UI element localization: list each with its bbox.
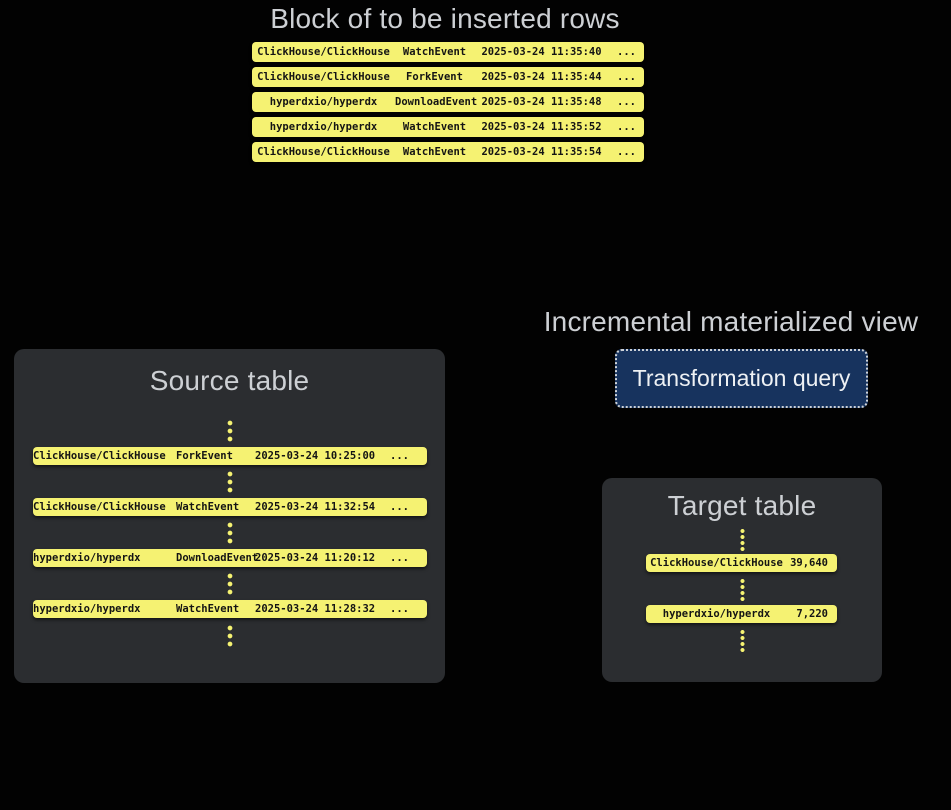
row-timestamp: 2025-03-24 11:20:12: [255, 552, 376, 564]
row-repo: ClickHouse/ClickHouse: [257, 46, 390, 58]
vertical-ellipsis: [738, 528, 746, 552]
row-event: WatchEvent: [176, 501, 240, 513]
source-table-panel: Source table ClickHouse/ClickHouse ForkE…: [14, 349, 445, 683]
inserted-block-title: Block of to be inserted rows: [270, 3, 620, 34]
source-row: ClickHouse/ClickHouse WatchEvent 2025-03…: [33, 498, 427, 516]
vertical-ellipsis: [225, 624, 234, 648]
target-row: ClickHouse/ClickHouse 39,640: [646, 554, 837, 572]
transformation-query-label: Transformation query: [632, 365, 851, 391]
row-timestamp: 2025-03-24 11:35:52: [481, 121, 602, 133]
source-table-title: Source table: [149, 365, 310, 396]
row-count: 7,220: [796, 608, 828, 620]
row-repo: ClickHouse/ClickHouse: [257, 71, 390, 83]
row-event: ForkEvent: [176, 450, 233, 462]
row-repo: hyperdxio/hyperdx: [662, 608, 771, 620]
row-timestamp: 2025-03-24 11:28:32: [255, 603, 376, 615]
row-repo: ClickHouse/ClickHouse: [33, 501, 166, 513]
inserted-row: ClickHouse/ClickHouse WatchEvent 2025-03…: [252, 142, 644, 162]
row-count: 39,640: [790, 557, 828, 569]
inserted-row: hyperdxio/hyperdx WatchEvent 2025-03-24 …: [252, 117, 644, 137]
source-row: hyperdxio/hyperdx WatchEvent 2025-03-24 …: [33, 600, 427, 618]
vertical-ellipsis: [225, 521, 234, 545]
row-event: WatchEvent: [402, 46, 467, 58]
source-row: ClickHouse/ClickHouse ForkEvent 2025-03-…: [33, 447, 427, 465]
row-event: DownloadEvent: [176, 552, 259, 564]
row-event: ForkEvent: [406, 71, 463, 83]
row-repo: ClickHouse/ClickHouse: [257, 146, 390, 158]
inserted-rows-block: ClickHouse/ClickHouse WatchEvent 2025-03…: [252, 42, 644, 162]
row-event: DownloadEvent: [395, 96, 478, 108]
row-timestamp: 2025-03-24 11:35:54: [481, 146, 602, 158]
row-timestamp: 2025-03-24 10:25:00: [255, 450, 376, 462]
row-repo: hyperdxio/hyperdx: [269, 96, 378, 108]
vertical-ellipsis: [738, 578, 746, 602]
vertical-ellipsis: [225, 470, 234, 494]
inserted-row: hyperdxio/hyperdx DownloadEvent 2025-03-…: [252, 92, 644, 112]
row-more: ...: [617, 96, 636, 108]
materialized-view-title: Incremental materialized view: [543, 306, 919, 337]
vertical-ellipsis: [738, 629, 746, 653]
row-more: ...: [390, 603, 409, 615]
target-table-panel: Target table ClickHouse/ClickHouse 39,64…: [602, 478, 882, 682]
target-table-title: Target table: [667, 490, 817, 521]
row-repo: hyperdxio/hyperdx: [33, 603, 141, 615]
inserted-row: ClickHouse/ClickHouse ForkEvent 2025-03-…: [252, 67, 644, 87]
row-timestamp: 2025-03-24 11:35:44: [481, 71, 602, 83]
row-repo: ClickHouse/ClickHouse: [33, 450, 166, 462]
target-row: hyperdxio/hyperdx 7,220: [646, 605, 837, 623]
row-event: WatchEvent: [176, 603, 240, 615]
row-more: ...: [617, 146, 636, 158]
row-event: WatchEvent: [402, 121, 467, 133]
row-more: ...: [617, 46, 636, 58]
row-repo: ClickHouse/ClickHouse: [650, 557, 783, 569]
row-more: ...: [390, 552, 409, 564]
row-timestamp: 2025-03-24 11:35:48: [481, 96, 602, 108]
vertical-ellipsis: [225, 419, 234, 443]
row-more: ...: [617, 121, 636, 133]
row-more: ...: [390, 450, 409, 462]
row-repo: hyperdxio/hyperdx: [269, 121, 378, 133]
row-event: WatchEvent: [402, 146, 467, 158]
row-more: ...: [390, 501, 409, 513]
source-row: hyperdxio/hyperdx DownloadEvent 2025-03-…: [33, 549, 427, 567]
row-timestamp: 2025-03-24 11:32:54: [255, 501, 376, 513]
row-repo: hyperdxio/hyperdx: [33, 552, 141, 564]
inserted-row: ClickHouse/ClickHouse WatchEvent 2025-03…: [252, 42, 644, 62]
transformation-query-button: Transformation query: [615, 349, 868, 408]
row-timestamp: 2025-03-24 11:35:40: [481, 46, 602, 58]
vertical-ellipsis: [225, 572, 234, 596]
row-more: ...: [617, 71, 636, 83]
